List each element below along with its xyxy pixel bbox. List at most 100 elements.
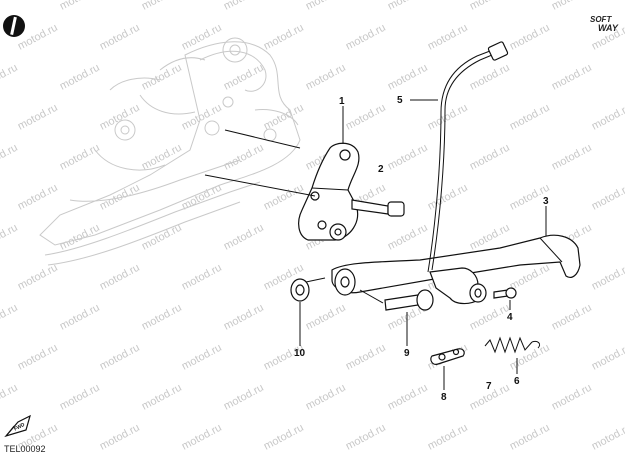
watermark-text: motod.ru: [426, 182, 470, 213]
watermark-text: motod.ru: [0, 302, 20, 333]
watermark-text: motod.ru: [590, 342, 625, 373]
watermark-text: motod.ru: [58, 222, 102, 253]
watermark-text: motod.ru: [344, 422, 388, 453]
watermark-text: motod.ru: [180, 102, 224, 133]
watermark-text: motod.ru: [386, 62, 430, 93]
callout-8: 8: [441, 392, 447, 403]
watermark-text: motod.ru: [0, 142, 20, 173]
watermark-text: motod.ru: [140, 62, 184, 93]
watermark-text: motod.ru: [550, 0, 594, 13]
watermark-text: motod.ru: [304, 382, 348, 413]
callout-3: 3: [543, 196, 549, 207]
watermark-text: motod.ru: [262, 182, 306, 213]
watermark-text: motod.ru: [344, 342, 388, 373]
callout-4: 4: [507, 312, 513, 323]
watermark-text: motod.ru: [468, 302, 512, 333]
pivot-bolt: [359, 289, 434, 311]
watermark-text: motod.ru: [590, 102, 625, 133]
watermark-text: motod.ru: [590, 262, 625, 293]
callout-6: 6: [514, 376, 520, 387]
bracket-bolt: [351, 199, 405, 217]
watermark-text: motod.ru: [550, 302, 594, 333]
watermark-text: motod.ru: [508, 342, 552, 373]
brand-logo: SOFT WAY: [590, 15, 619, 33]
callout-1: 1: [339, 96, 345, 107]
watermark-text: motod.ru: [468, 142, 512, 173]
watermark-text: motod.ru: [98, 342, 142, 373]
callout-7: 7: [486, 381, 492, 392]
watermark-text: motod.ru: [262, 422, 306, 453]
callouts: 1 2 3 4 5 6 7 8 9 10: [294, 95, 549, 403]
side-stand: [331, 234, 581, 296]
watermark-text: motod.ru: [180, 262, 224, 293]
watermark-text: motod.ru: [58, 302, 102, 333]
watermark-text: motod.ru: [98, 22, 142, 53]
forward-arrow-icon: FWD: [4, 414, 31, 438]
watermark-text: motod.ru: [222, 0, 266, 13]
watermark-text: motod.ru: [386, 142, 430, 173]
watermark-text: motod.ru: [262, 102, 306, 133]
watermark-text: motod.ru: [262, 22, 306, 53]
watermark-text: motod.ru: [0, 382, 20, 413]
logo-icon: [3, 15, 25, 37]
watermark-text: motod.ru: [304, 302, 348, 333]
watermark-text: motod.ru: [180, 422, 224, 453]
watermark-text: motod.ru: [508, 422, 552, 453]
leader-frame-2: [224, 129, 301, 149]
watermark-text: motod.ru: [58, 62, 102, 93]
pivot-bushing: [290, 277, 326, 302]
watermark-text: motod.ru: [58, 0, 102, 13]
watermark-text: motod.ru: [508, 102, 552, 133]
watermark-text: motod.ru: [386, 0, 430, 13]
watermark-text: motod.ru: [140, 302, 184, 333]
watermark-text: motod.ru: [140, 382, 184, 413]
leader-frame: [204, 174, 316, 197]
switch-screw: [493, 287, 517, 299]
watermark-text: motod.ru: [16, 102, 60, 133]
watermark-text: motod.ru: [0, 222, 20, 253]
brand-top: SOFT: [590, 15, 612, 24]
watermark-text: motod.ru: [140, 0, 184, 13]
watermark-text: motod.ru: [180, 342, 224, 373]
watermark-text: motod.ru: [468, 62, 512, 93]
fwd-label: FWD: [13, 422, 26, 433]
watermark-text: motod.ru: [590, 182, 625, 213]
watermark-text: motod.ru: [98, 422, 142, 453]
callout-9: 9: [404, 348, 410, 359]
watermark-text: motod.ru: [386, 222, 430, 253]
watermark-text: motod.ru: [426, 422, 470, 453]
brand-bottom: WAY: [598, 23, 619, 33]
watermark-text: motod.ru: [16, 262, 60, 293]
spring-plate: [430, 348, 465, 365]
callout-10: 10: [294, 348, 306, 359]
watermark-text: motod.ru: [344, 22, 388, 53]
watermark-text: motod.ru: [304, 0, 348, 13]
watermark-text: motod.ru: [58, 142, 102, 173]
watermark-text: motod.ru: [468, 0, 512, 13]
watermark-text: motod.ru: [508, 22, 552, 53]
watermark-text: motod.ru: [222, 62, 266, 93]
stand-switch: [427, 41, 509, 305]
watermark-text: motod.ru: [222, 382, 266, 413]
watermark-text: motod.ru: [222, 302, 266, 333]
watermark-text: motod.ru: [16, 342, 60, 373]
watermark-text: motod.ru: [304, 62, 348, 93]
watermark-text: motod.ru: [0, 0, 20, 13]
watermark-text: motod.ru: [590, 422, 625, 453]
watermark-text: motod.ru: [550, 142, 594, 173]
watermark-text: motod.ru: [0, 62, 20, 93]
figure-code: TEL00092: [4, 444, 46, 454]
watermark-text: motod.ru: [344, 102, 388, 133]
watermark-text: motod.ru: [550, 62, 594, 93]
watermark-text: motod.ru: [16, 182, 60, 213]
watermark-text: motod.ru: [98, 262, 142, 293]
watermark-text: motod.ru: [58, 382, 102, 413]
watermark-text: motod.ru: [426, 102, 470, 133]
watermark-text: motod.ru: [222, 222, 266, 253]
watermark-text: motod.ru: [222, 142, 266, 173]
callout-5: 5: [397, 95, 403, 106]
watermark-text: motod.ru: [386, 382, 430, 413]
return-spring: [484, 336, 541, 354]
